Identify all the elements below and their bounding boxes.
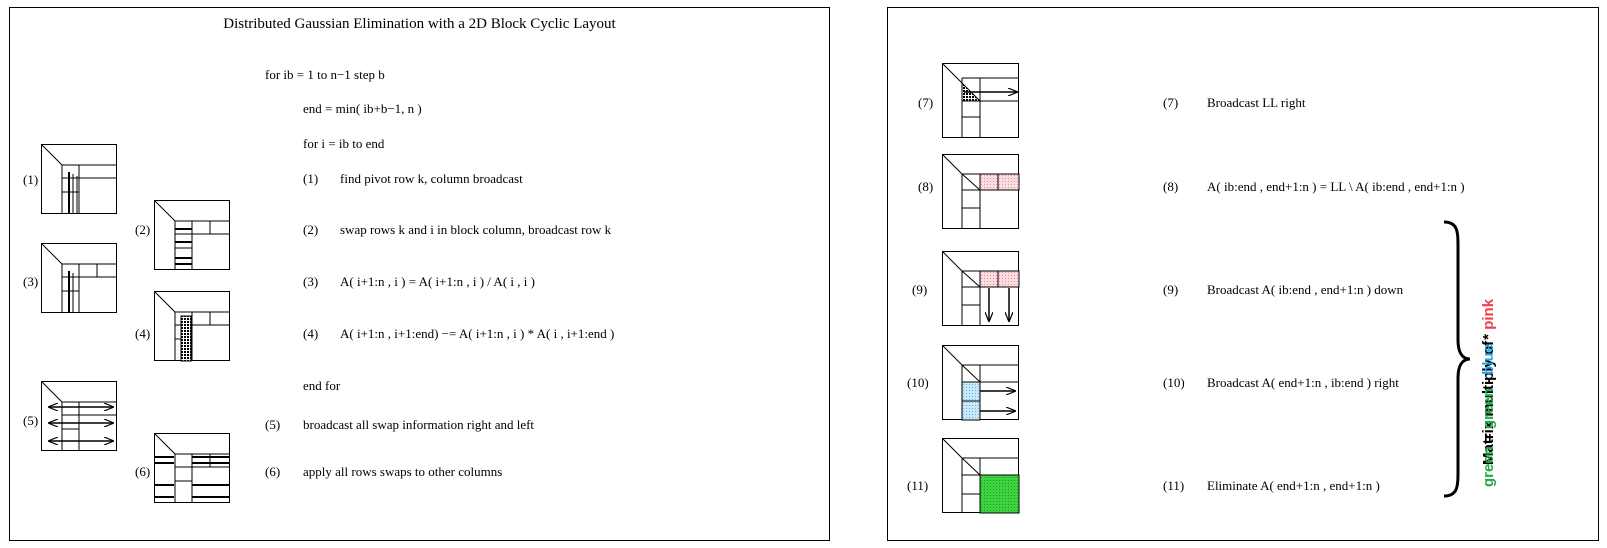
code-step-3: A( i+1:n , i ) = A( i+1:n , i ) / A( i ,…	[340, 274, 535, 289]
blue-word: blue	[1480, 343, 1497, 375]
code-line-end-for: end for	[303, 378, 341, 393]
curly-brace	[1443, 220, 1471, 498]
diagram-11	[942, 438, 1020, 514]
left-panel: Distributed Gaussian Elimination with a …	[9, 7, 830, 541]
code-step-5-label: (5)	[265, 417, 281, 432]
diagram-1	[41, 144, 117, 214]
diagram-9	[942, 251, 1020, 326]
code-line-end: end = min( ib+b−1, n )	[303, 101, 422, 116]
desc-10-label: (10)	[1163, 375, 1185, 390]
diagram-10-label: (10)	[907, 375, 929, 390]
times-sign: *	[1480, 329, 1497, 344]
code-step-1-label: (1)	[303, 171, 319, 186]
code-step-3-label: (3)	[303, 274, 319, 289]
code-line-for: for ib = 1 to n−1 step b	[265, 67, 385, 82]
diagram-5-label: (5)	[23, 413, 39, 428]
diagram-4-label: (4)	[135, 326, 151, 341]
diagram-7-label: (7)	[918, 95, 934, 110]
code-step-6-label: (6)	[265, 464, 281, 479]
diagram-5	[41, 381, 117, 451]
diagram-8-label: (8)	[918, 179, 934, 194]
pink-word: pink	[1480, 298, 1497, 330]
desc-11-label: (11)	[1163, 478, 1185, 493]
equals-sign: =	[1480, 429, 1497, 447]
desc-9: Broadcast A( ib:end , end+1:n ) down	[1207, 282, 1404, 297]
diagram-7	[942, 63, 1019, 138]
diagram-3	[41, 243, 117, 313]
diagram-2	[154, 200, 230, 270]
desc-8: A( ib:end , end+1:n ) = LL \ A( ib:end ,…	[1207, 179, 1465, 194]
code-step-5: broadcast all swap information right and…	[303, 417, 535, 432]
code-step-2: swap rows k and i in block column, broad…	[340, 222, 612, 237]
desc-8-label: (8)	[1163, 179, 1179, 194]
code-step-6: apply all rows swaps to other columns	[303, 464, 503, 479]
diagram-11-label: (11)	[907, 478, 929, 493]
diagram-10	[942, 345, 1019, 421]
diagram-6-label: (6)	[135, 464, 151, 479]
green-word: green	[1480, 446, 1497, 487]
code-step-4-label: (4)	[303, 326, 319, 341]
diagram-8	[942, 154, 1020, 229]
matrix-multiply-line2: green = green - blue * pink	[1480, 299, 1497, 487]
desc-9-label: (9)	[1163, 282, 1179, 297]
code-step-4: A( i+1:n , i+1:end) −= A( i+1:n , i ) * …	[340, 326, 615, 341]
diagram-3-label: (3)	[23, 274, 39, 289]
diagram-1-label: (1)	[23, 172, 39, 187]
figure-title: Distributed Gaussian Elimination with a …	[223, 16, 616, 32]
green-word-2: green	[1480, 388, 1497, 430]
code-line-inner-for: for i = ib to end	[303, 136, 385, 151]
desc-11: Eliminate A( end+1:n , end+1:n )	[1207, 478, 1380, 493]
code-step-2-label: (2)	[303, 222, 319, 237]
diagram-9-label: (9)	[912, 282, 928, 297]
desc-10: Broadcast A( end+1:n , ib:end ) right	[1207, 375, 1399, 390]
diagram-4	[154, 291, 230, 362]
desc-7-label: (7)	[1163, 95, 1179, 110]
diagram-6	[154, 433, 230, 503]
minus-sign: -	[1480, 374, 1497, 389]
diagram-2-label: (2)	[135, 222, 151, 237]
code-step-1: find pivot row k, column broadcast	[340, 171, 523, 186]
desc-7: Broadcast LL right	[1207, 95, 1306, 110]
